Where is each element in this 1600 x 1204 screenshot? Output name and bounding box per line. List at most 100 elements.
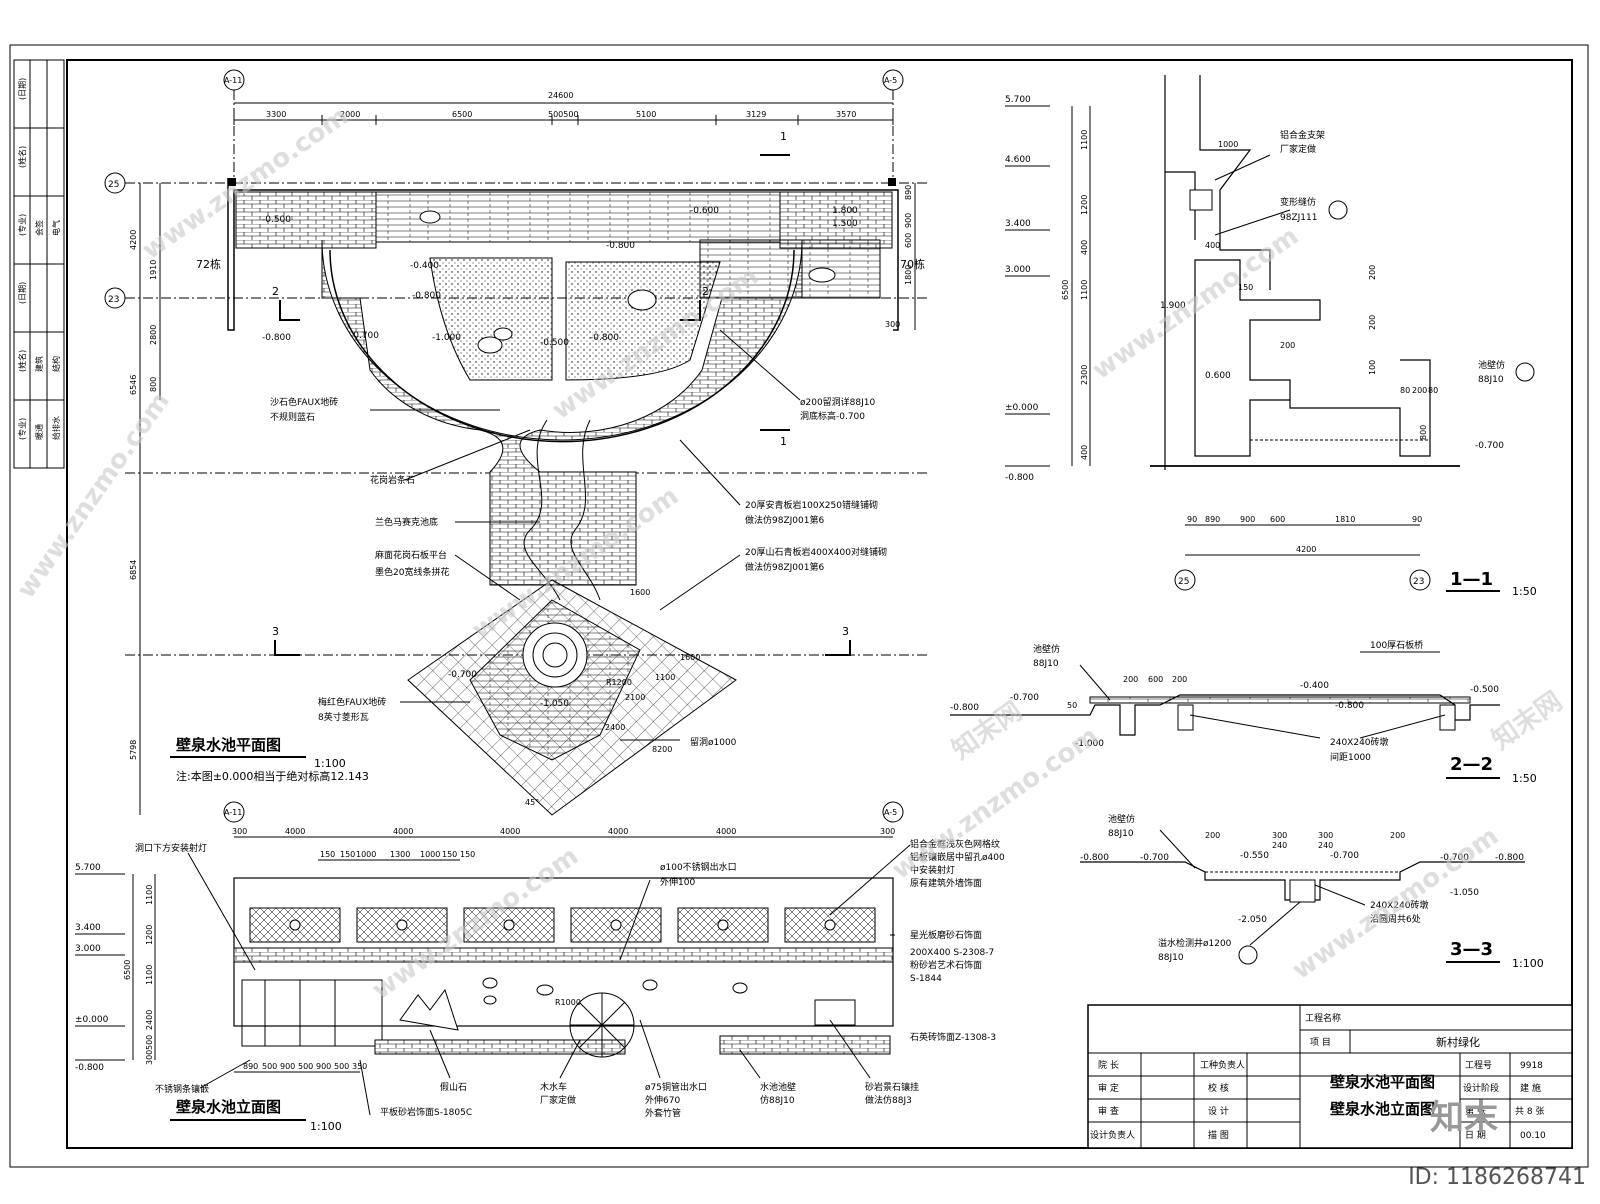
dim: 90: [1187, 515, 1197, 524]
dim: 1000: [356, 850, 376, 859]
callout: 88J10: [1033, 659, 1059, 669]
level: -0.400: [1300, 681, 1329, 691]
axis-bubble: 23: [1413, 577, 1424, 587]
level: -0.700: [1140, 853, 1169, 863]
view-scale: 1:100: [1512, 957, 1544, 970]
drawing-title: 壁泉水池立面图: [1330, 1100, 1435, 1118]
level: -0.800: [1495, 853, 1524, 863]
dim: 45°: [525, 798, 539, 807]
dim: 4000: [608, 827, 628, 836]
callout: 花岗岩条石: [370, 474, 415, 486]
level: -0.500: [540, 338, 569, 348]
tb-role: 设计负责人: [1090, 1129, 1135, 1141]
dim: 1100: [145, 965, 154, 985]
dim: 400: [1080, 240, 1089, 255]
dim: 890: [1205, 515, 1220, 524]
dim: 2100: [625, 693, 645, 702]
tb-value: 建 施: [1520, 1082, 1541, 1094]
callout: 88J10: [1158, 953, 1184, 963]
dim: 500500: [548, 110, 579, 119]
callout: 变形缝仿: [1280, 196, 1316, 208]
level: -2.050: [1238, 915, 1267, 925]
brand-logo: 知末: [1430, 1098, 1498, 1138]
level: -1.000: [1075, 739, 1104, 749]
level: -0.800: [1080, 853, 1109, 863]
callout: 外伸670: [645, 1094, 680, 1106]
dim: 4000: [393, 827, 413, 836]
dim: 150: [442, 850, 457, 859]
dim: 4000: [716, 827, 736, 836]
callout: 假山石: [440, 1082, 467, 1093]
callout: 墨色20宽线条拼花: [375, 566, 449, 578]
dim: 5100: [636, 110, 656, 119]
dim: 240: [1272, 841, 1287, 850]
dim: 890: [243, 1062, 258, 1071]
dim: 80: [1428, 386, 1438, 395]
level: -0.700: [448, 670, 477, 680]
sidebar-cell: (专业): [17, 418, 27, 440]
dim: 300: [232, 827, 247, 836]
sign-off-strip: (日期) (姓名) (专业) (日期) (姓名) (专业) 会签 电气 暖通 给…: [13, 59, 65, 469]
dim: 900: [1240, 515, 1255, 524]
callout: 麻面花岗石板平台: [375, 549, 447, 561]
level: -0.700: [1475, 441, 1504, 451]
level: 5.700: [75, 863, 101, 873]
dim: 350: [352, 1062, 367, 1071]
callout: 间距1000: [1330, 751, 1371, 763]
drawing-title: 壁泉水池平面图: [1330, 1073, 1435, 1091]
watermark: www.znzmo.com: [11, 387, 176, 604]
dim: 6500: [452, 110, 472, 119]
section-mark: 1: [780, 130, 787, 143]
level: -0.800: [590, 333, 619, 343]
section-mark: 2: [272, 285, 279, 298]
tb-role: 工种负责人: [1200, 1059, 1245, 1071]
tb-value: 9918: [1520, 1061, 1543, 1071]
section-mark: 1: [780, 435, 787, 448]
axis-bubble: A-11: [224, 76, 242, 85]
building-label: 70栋: [900, 257, 925, 271]
level: 0.600: [1205, 371, 1231, 381]
level: -0.400: [410, 261, 439, 271]
level: -1.050: [1450, 888, 1479, 898]
dim: 1200: [1080, 195, 1089, 215]
level: ±0.000: [1005, 403, 1039, 413]
dim: 1100: [1080, 280, 1089, 300]
section-mark: 3: [272, 625, 279, 638]
dim: 500: [334, 1062, 349, 1071]
tb-label: 工程号: [1465, 1060, 1492, 1071]
image-id: ID: 1186268741: [1408, 1165, 1586, 1190]
callout: 不锈钢条镶嵌: [155, 1083, 209, 1095]
callout: ø100不锈钢出水口: [660, 861, 737, 873]
level: -0.800: [262, 333, 291, 343]
tb-label: 第 张: [1465, 1105, 1486, 1117]
callout: 8英寸菱形瓦: [318, 711, 369, 723]
level: -1.000: [432, 333, 461, 343]
plan-note: 注:本图±0.000相当于绝对标高12.143: [176, 769, 369, 783]
callout: 池壁仿: [1033, 643, 1060, 655]
dim: 1100: [145, 885, 154, 905]
callout: 留洞ø1000: [690, 736, 737, 748]
level: 1.500: [832, 219, 858, 229]
dim: R1200: [606, 678, 632, 687]
dim: 300: [880, 827, 895, 836]
tb-value: 00.10: [1520, 1131, 1546, 1141]
wheel-radius: R1000: [555, 998, 581, 1007]
level: -0.800: [1335, 701, 1364, 711]
section-1-1: 5.700 4.600 3.400 3.000 ±0.000 -0.800 11…: [1005, 75, 1537, 598]
callout: 池壁仿: [1478, 359, 1505, 371]
callout: 池壁仿: [1108, 813, 1135, 825]
dim: 3300: [266, 110, 286, 119]
tb-label: 工程名称: [1305, 1012, 1341, 1024]
dim: 2000: [340, 110, 360, 119]
section-mark: 2: [702, 285, 709, 298]
callout: 沙石色FAUX地砖: [270, 396, 338, 408]
level: -0.800: [1005, 473, 1034, 483]
sidebar-cell: (姓名): [17, 146, 27, 168]
dim: 500: [262, 1062, 277, 1071]
level: -0.800: [75, 1063, 104, 1073]
view-scale: 1:100: [310, 1120, 342, 1133]
dim: 500: [298, 1062, 313, 1071]
dim: 1200: [145, 925, 154, 945]
callout: 做法仿98ZJ001第6: [745, 514, 824, 526]
